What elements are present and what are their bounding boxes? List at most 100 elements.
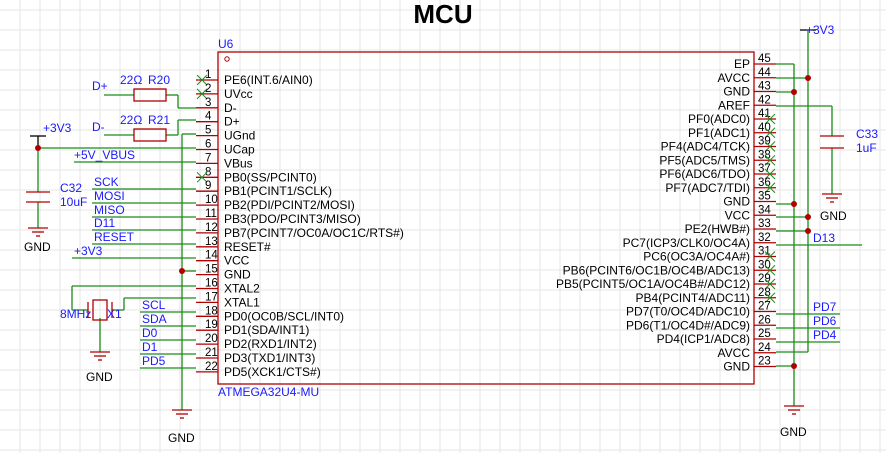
resistor-icon [133,128,167,142]
pin-number: 34 [758,204,771,216]
ground-symbol-icon [822,193,842,203]
gnd-label-c33: GND [820,209,847,223]
pin-name: GND [723,85,750,99]
capacitor-c33: C33 1uF GND [820,127,878,223]
no-connect-icon [764,264,776,276]
net-v33-top: +3V3 [43,121,72,135]
pin-name: PF0(ADC0) [688,112,750,126]
pin-name: PB0(SS/PCINT0) [224,170,317,184]
pin-name: PB2(PDI/PCINT2/MOSI) [224,198,355,212]
pin-name: PD4(ICP1/ADC8) [657,332,750,346]
pin-name: PF1(ADC1) [688,126,750,140]
gnd-label-left: GND [168,431,195,445]
pin-number: 20 [205,333,218,345]
pin-name: GND [723,360,750,374]
junction-dot-icon [791,201,797,207]
pin-name: PB7(PCINT7/OC0A/OC1C/RTS#) [224,226,404,240]
junction-dot-icon [791,89,797,95]
pin-name: PF5(ADC5/TMS) [659,153,750,167]
crystal-icon [92,299,108,321]
pin-number: 19 [205,319,218,331]
junction-dots [35,75,811,369]
net-v33-right: +3V3 [806,23,835,37]
net-d11: D11 [94,216,115,230]
resistor-r21: 22Ω R21 [120,113,170,142]
pin-name: PB5(PCINT5/OC1A/OC4B#/ADC12) [556,277,750,291]
pin-number: 44 [758,67,771,79]
pin-name: D- [224,101,237,115]
pin-name: VCC [725,208,751,222]
pin-name: PE6(INT.6/AIN0) [224,73,313,87]
no-connect-icon [196,171,208,183]
pin-name: PD6(T1/OC4D#/ADC9) [626,318,750,332]
resistor-icon [133,88,167,102]
pin-name: PC6(OC3A/OC4A#) [643,250,750,264]
pin-name: PB3(PDO/PCINT3/MISO) [224,212,361,226]
pin-number: 45 [758,53,771,65]
pin-number: 12 [205,222,218,234]
pin-number: 27 [758,301,771,313]
pin-name: XTAL2 [224,282,260,296]
schematic-title: MCU [413,0,472,29]
gnd-label-c32: GND [24,240,51,254]
c33-ref: C33 [856,127,878,141]
c32-value: 10uF [60,195,87,209]
right-pin-list: 45EP44AVCC43GND42AREF41PF0(ADC0)40PF1(AD… [556,53,776,374]
net-miso: MISO [94,203,125,217]
pin-number: 26 [758,314,771,326]
pin-number: 42 [758,94,771,106]
pin-name: GND [224,268,251,282]
pin-name: PD7(T0/OC4D/ADC10) [626,305,750,319]
net-v33-vcc: +3V3 [74,244,103,258]
ground-symbol-icon [784,405,804,415]
pin-name: XTAL1 [224,295,260,309]
pin-name: VBus [224,156,253,170]
net-sck: SCK [94,175,119,189]
no-connect-icon [196,74,208,86]
gnd-label-right: GND [780,425,807,439]
no-connect-icon [764,292,776,304]
gnd-label-crystal: GND [86,370,113,384]
capacitor-c32: C32 10uF GND [24,181,87,254]
net-reset: RESET [94,230,135,244]
net-scl: SCL [142,298,166,312]
net-mosi: MOSI [94,189,125,203]
pin-number: 10 [205,194,218,206]
net-vbus: +5V_VBUS [74,148,135,162]
net-pd7: PD7 [813,300,837,314]
pin-name: PF4(ADC4/TCK) [661,140,750,154]
pin-number: 3 [205,97,211,109]
pin-name: VCC [224,254,250,268]
chip-part-number: ATMEGA32U4-MU [218,385,319,399]
pin-number: 43 [758,81,771,93]
no-connect-icon [764,127,776,139]
junction-dot-icon [791,363,797,369]
pin-name: PD0(OC0B/SCL/INT0) [224,309,344,323]
pin-name: PF6(ADC6/TDO) [659,167,750,181]
net-d13: D13 [813,231,835,245]
pin-name: PF7(ADC7/TDI) [665,181,750,195]
pin-number: 9 [205,180,211,192]
net-pd6: PD6 [813,314,837,328]
junction-dot-icon [805,228,811,234]
ground-symbol-icon [172,409,192,419]
r21-ref: R21 [148,113,170,127]
ground-symbol-icon [28,227,48,237]
pin-name: GND [723,195,750,209]
pin-name: PD3(TXD1/INT3) [224,351,315,365]
resistor-r20: 22Ω R20 [120,73,170,102]
pin-number: 5 [205,125,211,137]
pin-name: PD1(SDA/INT1) [224,323,309,337]
chip-body [217,51,755,385]
pin-name: UCap [224,143,255,157]
pin-name: PB1(PCINT1/SCLK) [224,184,332,198]
net-d0: D0 [142,326,158,340]
crystal-x1: 8MHz X1 GND [60,299,122,384]
pin-number: 25 [758,328,771,340]
no-connect-icon [764,278,776,290]
junction-dot-icon [179,268,185,274]
r20-value: 22Ω [120,73,142,87]
pin-number: 35 [758,191,771,203]
